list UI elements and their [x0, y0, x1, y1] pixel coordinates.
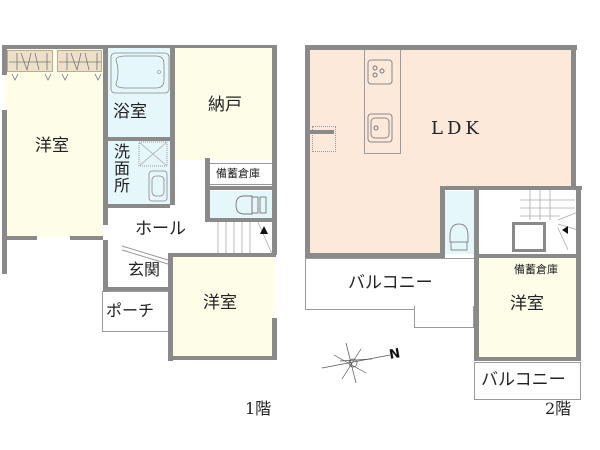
- label-washroom: 洗面所: [111, 143, 130, 194]
- label-entrance: 玄関: [128, 260, 161, 279]
- label-porch: ポーチ: [106, 301, 155, 320]
- label-bathroom: 浴室: [113, 102, 147, 122]
- label-storage: 納戸: [208, 95, 242, 115]
- balcony-large[interactable]: [305, 258, 475, 310]
- room-western-2f[interactable]: [478, 258, 576, 360]
- label-balcony-large: バルコニー: [348, 273, 433, 293]
- room-reserve-storage-box-2f: [512, 222, 546, 252]
- porch-area[interactable]: [102, 291, 170, 332]
- label-western-small: 洋室: [203, 293, 237, 313]
- balcony-small[interactable]: [474, 362, 581, 400]
- toilet-2f-icon: [449, 223, 469, 251]
- label-reserve-storage-2f: 備蓄倉庫: [514, 263, 558, 276]
- label-ldk: LDK: [431, 118, 483, 139]
- room-entrance[interactable]: [122, 247, 166, 287]
- label-western-large: 洋室: [35, 136, 69, 156]
- stove-icon: [367, 59, 393, 85]
- label-reserve-storage-1f: 備蓄倉庫: [216, 167, 260, 180]
- room-hall[interactable]: [108, 208, 208, 253]
- toilet-icon: [235, 195, 267, 215]
- entrance-step-line: [121, 245, 169, 265]
- room-toilet-1f[interactable]: [209, 191, 273, 219]
- floor-2-label: 2階: [545, 399, 572, 418]
- room-toilet-2f[interactable]: [444, 191, 474, 254]
- label-western-2f: 洋室: [510, 294, 544, 314]
- washer-space-icon: [138, 141, 168, 167]
- bathtub-icon: [110, 52, 170, 94]
- floor-1-plan: 洋室 浴室 洗面所 納戸 備蓄倉庫 ホール 玄関 ポーチ 洋室 1階: [2, 45, 277, 418]
- sink-icon: [148, 170, 168, 202]
- refrigerator-space: [312, 126, 336, 152]
- kitchen-sink-icon: [367, 113, 393, 143]
- floor-1-label: 1階: [245, 399, 272, 418]
- balcony-large-step: [414, 306, 474, 328]
- room-storage[interactable]: [175, 48, 275, 160]
- closet-left: [7, 50, 53, 72]
- closet-door-icon: [9, 52, 102, 81]
- staircase-icon: [217, 221, 273, 255]
- room-western-large[interactable]: [5, 47, 103, 237]
- label-balcony-small: バルコニー: [481, 370, 566, 390]
- staircase-2f-icon: [520, 190, 579, 251]
- north-label: N: [388, 346, 401, 363]
- room-western-small[interactable]: [173, 257, 275, 358]
- compass-rose-icon: N: [321, 342, 401, 384]
- label-hall: ホール: [135, 219, 186, 239]
